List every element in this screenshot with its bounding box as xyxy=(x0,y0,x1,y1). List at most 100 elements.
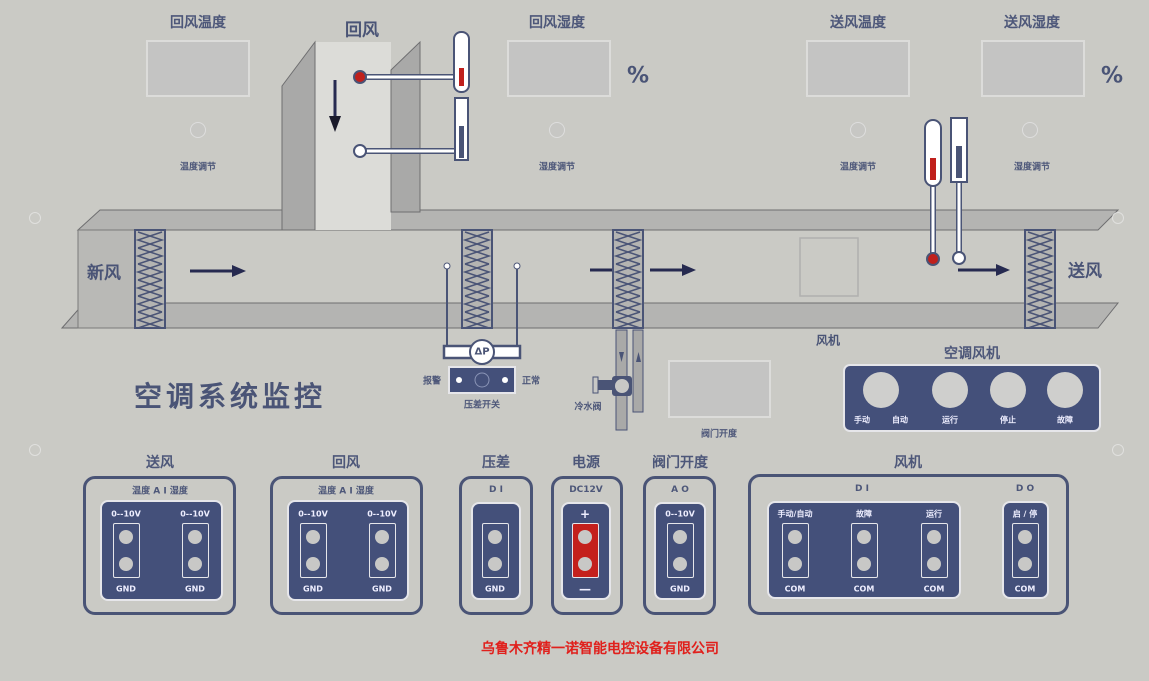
socket[interactable] xyxy=(188,530,202,544)
supply-air-label: 送风 xyxy=(1068,261,1102,282)
valve-module xyxy=(643,476,716,615)
valve-opening-display xyxy=(668,360,771,418)
fan-module xyxy=(748,474,1069,615)
terminal-label: GND xyxy=(303,584,323,594)
chilled-valve-label: 冷水阀 xyxy=(574,402,602,413)
terminal-jack[interactable] xyxy=(482,523,509,578)
company-name: 乌鲁木齐精一诺智能电控设备有限公司 xyxy=(481,641,719,657)
screw-hole xyxy=(1112,444,1124,456)
dp-alarm-label: 报警 xyxy=(422,376,442,387)
fresh-air-inlet xyxy=(77,229,136,329)
terminal-jack[interactable] xyxy=(851,523,878,578)
return-temp-knob[interactable] xyxy=(190,122,206,138)
socket[interactable] xyxy=(927,557,941,571)
airflow-arrows xyxy=(190,264,1010,277)
socket[interactable] xyxy=(488,557,502,571)
display-label: 回风湿度 xyxy=(529,15,585,31)
terminal-jack[interactable] xyxy=(782,523,809,578)
socket[interactable] xyxy=(673,557,687,571)
riser-left-panel xyxy=(281,40,316,231)
socket[interactable] xyxy=(857,530,871,544)
socket[interactable] xyxy=(375,557,389,571)
temp-sensor-icon xyxy=(926,252,940,266)
module-title: 风机 xyxy=(894,455,922,471)
fan-do-terminal-block xyxy=(1002,501,1049,599)
terminal-jack[interactable] xyxy=(1012,523,1039,578)
valve-opening-label: 阀门开度 xyxy=(700,429,738,440)
socket[interactable] xyxy=(788,557,802,571)
terminal-jack[interactable] xyxy=(300,523,327,578)
return-humidity-display xyxy=(507,40,611,97)
socket[interactable] xyxy=(578,557,592,571)
dp-switch-label: 压差开关 xyxy=(463,400,501,411)
fan-panel-title: 空调风机 xyxy=(944,346,1000,362)
module-header: A O xyxy=(671,485,689,495)
return-air-label: 回风 xyxy=(345,20,379,41)
module-header: D I xyxy=(489,485,503,495)
terminal-label: 0--10V xyxy=(665,509,695,519)
terminal-label: 0--10V xyxy=(298,509,328,519)
supply-humidity-display xyxy=(981,40,1085,97)
unit-percent: % xyxy=(626,63,650,89)
supply-temp-knob[interactable] xyxy=(850,122,866,138)
riser-right-panel xyxy=(390,40,421,213)
return-riser xyxy=(315,42,391,230)
supply-temp-display xyxy=(806,40,910,97)
socket[interactable] xyxy=(857,557,871,571)
socket[interactable] xyxy=(306,530,320,544)
knob-label: 湿度调节 xyxy=(538,162,576,173)
terminal-jack[interactable] xyxy=(667,523,694,578)
terminal-label: 0--10V xyxy=(111,509,141,519)
return-humidity-knob[interactable] xyxy=(549,122,565,138)
terminal-jack[interactable] xyxy=(369,523,396,578)
socket[interactable] xyxy=(188,557,202,571)
socket[interactable] xyxy=(1018,530,1032,544)
socket[interactable] xyxy=(578,530,592,544)
module-title: 电源 xyxy=(572,455,600,471)
supply-module xyxy=(83,476,236,615)
module-header: DC12V xyxy=(569,485,603,495)
terminal-jack[interactable] xyxy=(113,523,140,578)
terminal-label: 故障 xyxy=(856,509,872,519)
supply-humidity-knob[interactable] xyxy=(1022,122,1038,138)
page-title: 空调系统监控 xyxy=(133,380,327,413)
display-label: 回风温度 xyxy=(170,15,226,31)
supply-terminal-block xyxy=(100,500,223,601)
filter-coil xyxy=(1024,229,1056,329)
dp-module xyxy=(459,476,533,615)
unit-percent: % xyxy=(1100,63,1124,89)
terminal-label: GND xyxy=(185,584,205,594)
socket[interactable] xyxy=(306,557,320,571)
filter-coil xyxy=(612,229,644,329)
dp-sensor-icon xyxy=(469,339,495,365)
module-title: 送风 xyxy=(146,455,174,471)
fault-lamp xyxy=(1047,372,1083,408)
socket[interactable] xyxy=(375,530,389,544)
filter-coil xyxy=(134,229,166,329)
socket[interactable] xyxy=(119,557,133,571)
socket[interactable] xyxy=(119,530,133,544)
terminal-jack[interactable] xyxy=(921,523,948,578)
duct-bottom-face xyxy=(60,302,1120,329)
humidity-sensor-icon xyxy=(952,251,966,265)
module-header: 温度 A I 湿度 xyxy=(318,486,374,497)
fan-control-panel: 手动 自动 运行 停止 故障 xyxy=(843,364,1101,432)
terminal-jack[interactable] xyxy=(572,523,599,578)
socket[interactable] xyxy=(673,530,687,544)
socket[interactable] xyxy=(927,530,941,544)
terminal-label: GND xyxy=(116,584,136,594)
terminal-jack[interactable] xyxy=(182,523,209,578)
dp-terminal-block xyxy=(471,502,521,600)
dp-normal-label: 正常 xyxy=(521,376,541,387)
fan-di-terminal-block xyxy=(767,501,961,599)
manual-auto-switch[interactable] xyxy=(863,372,899,408)
socket[interactable] xyxy=(788,530,802,544)
socket[interactable] xyxy=(488,530,502,544)
screw-hole xyxy=(29,444,41,456)
terminal-label: 运行 xyxy=(926,509,942,519)
terminal-label: + xyxy=(579,507,591,521)
lamp-label: 停止 xyxy=(1000,415,1016,425)
socket[interactable] xyxy=(1018,557,1032,571)
lamp-label: 自动 xyxy=(892,415,908,425)
